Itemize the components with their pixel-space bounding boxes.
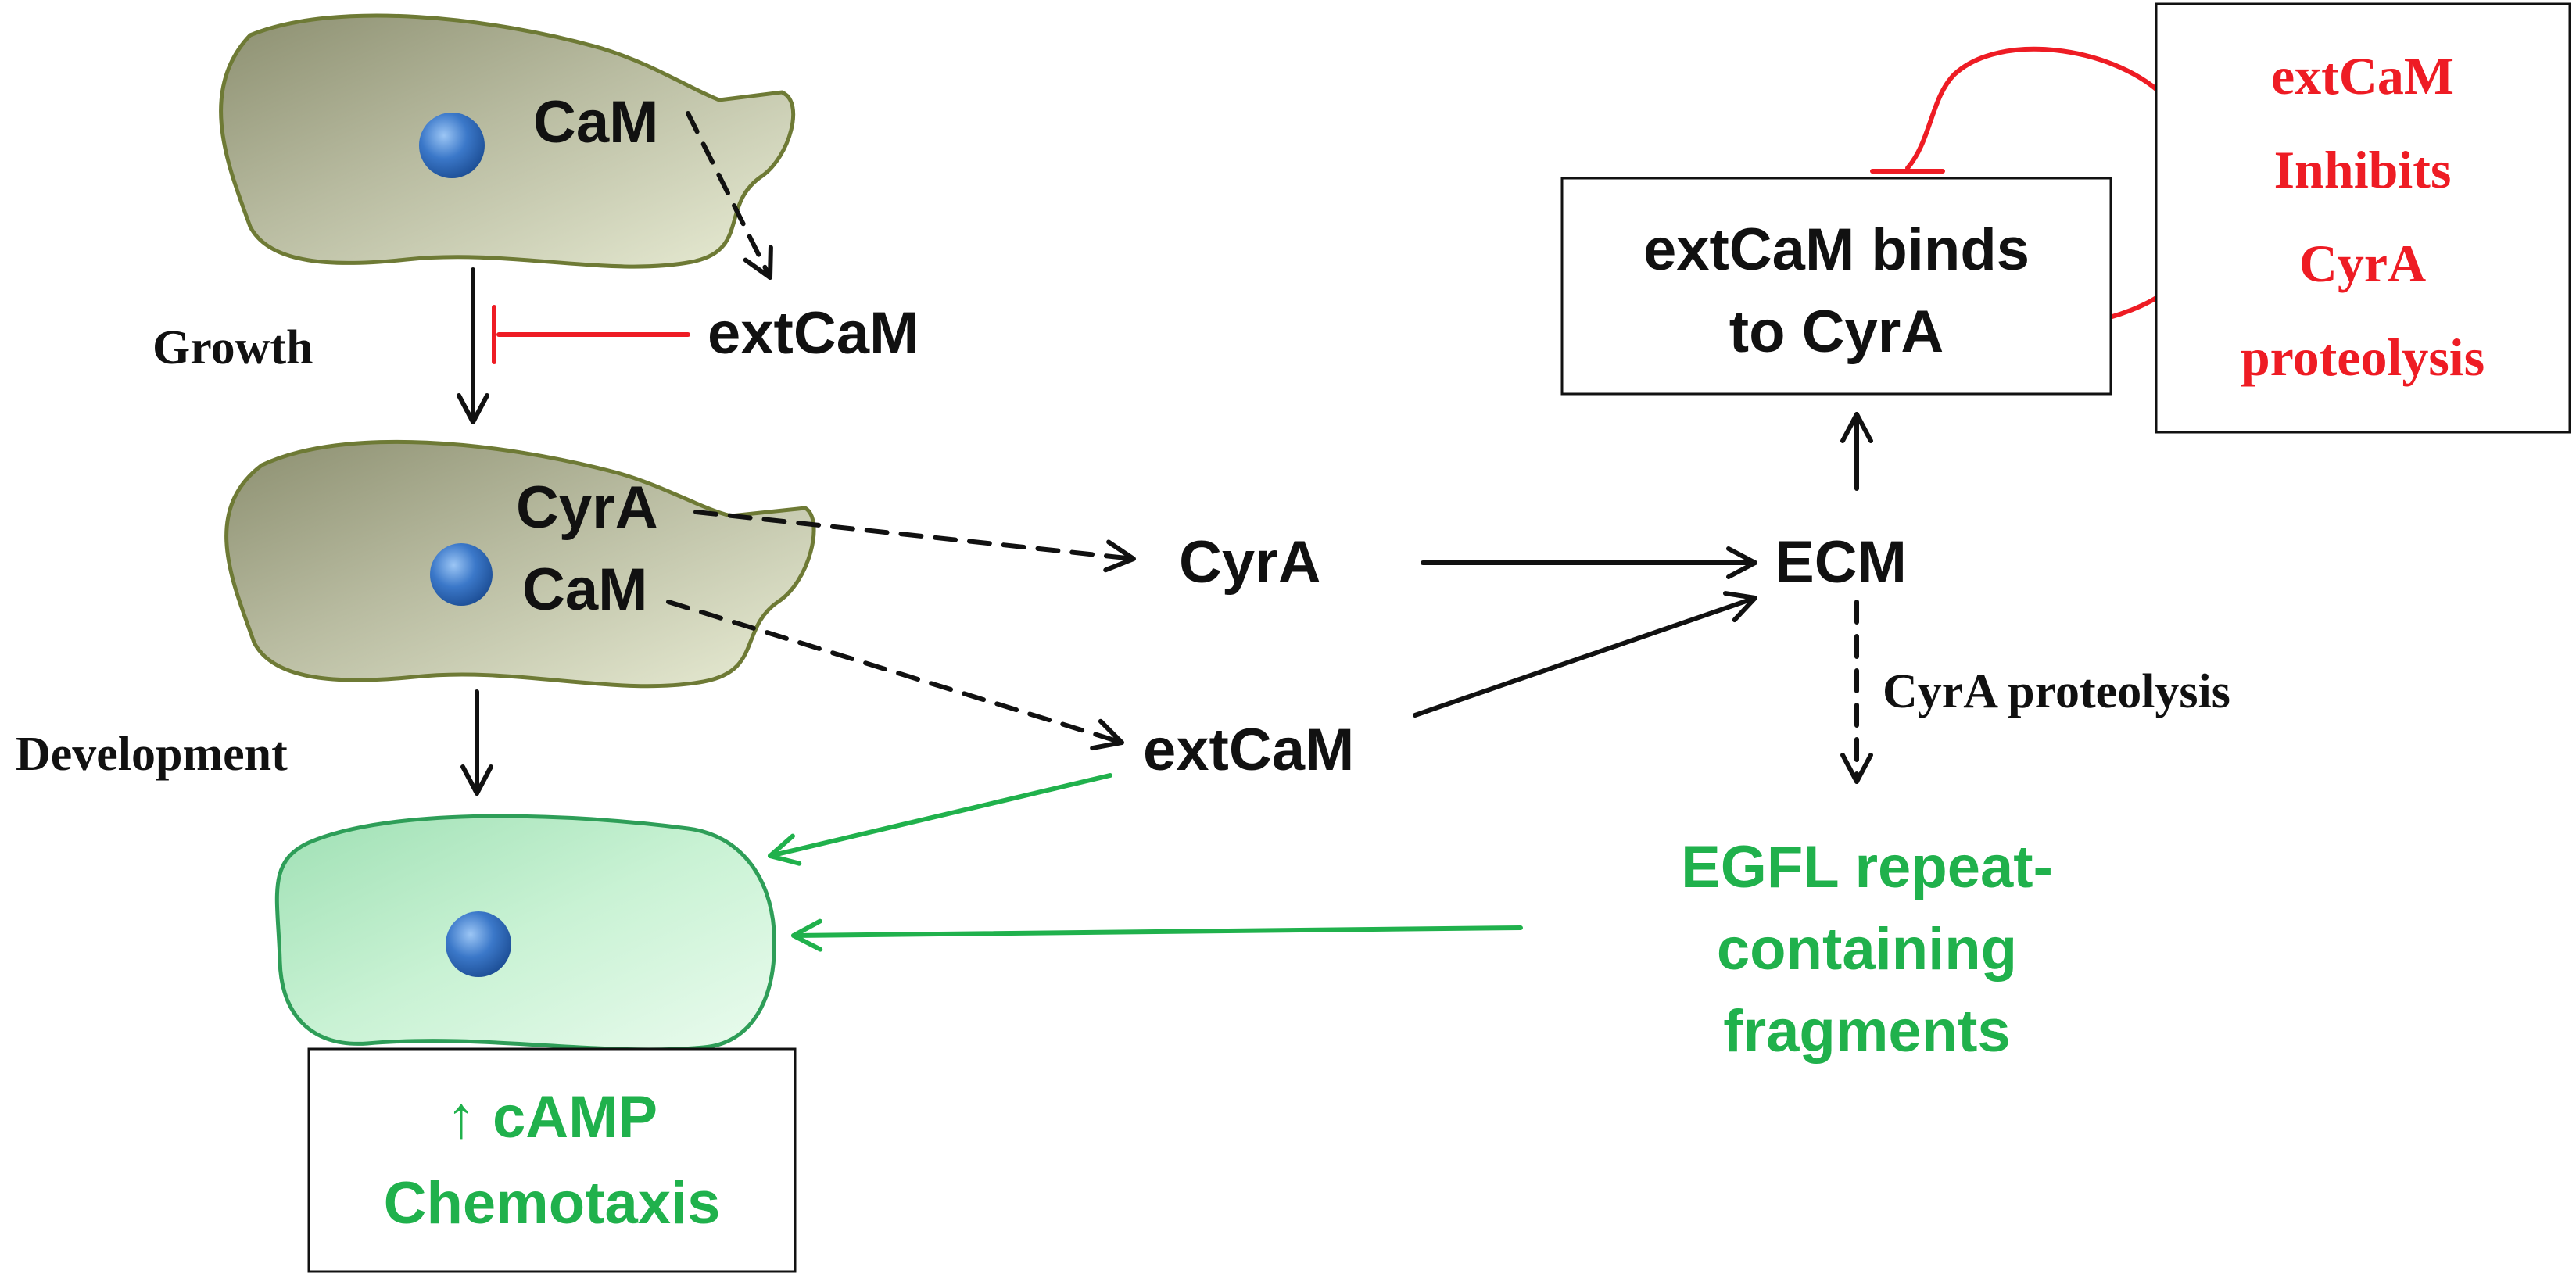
nucleus-icon	[430, 543, 493, 606]
inhibition-loop-line	[1905, 46, 2164, 170]
nucleus-icon	[419, 113, 485, 178]
binding-box-line1: extCaM binds	[1643, 217, 2030, 283]
developed-cell-bottom	[274, 814, 776, 1052]
egfl-line1: EGFL repeat-	[1681, 834, 2053, 900]
inhibition-box-line4: proteolysis	[2241, 328, 2485, 387]
egfl-line2: containing	[1717, 916, 2017, 983]
extcam-to-cell-arrow	[768, 773, 1112, 866]
cam-secretion-arrow-2	[666, 600, 1124, 751]
growth-label: Growth	[152, 321, 313, 374]
binding-box-line2: to CyrA	[1729, 299, 1944, 365]
cyra-label-cell: CyrA	[516, 474, 658, 541]
cam-label-top: CaM	[533, 89, 658, 156]
cam-secretion-arrow	[686, 111, 773, 280]
nucleus-icon	[446, 911, 511, 977]
vegetative-cell-top	[219, 13, 796, 269]
development-label: Development	[16, 728, 288, 781]
aggregating-cell-middle	[224, 439, 816, 689]
ecm-label: ECM	[1775, 529, 1907, 596]
result-box	[307, 1047, 797, 1273]
egfl-line3: fragments	[1723, 998, 2010, 1065]
extcam-label-mid: extCaM	[1143, 717, 1354, 783]
cyra-label-mid: CyrA	[1179, 529, 1321, 596]
inhibition-box-line3: CyrA	[2299, 234, 2426, 293]
inhibition-box-line2: Inhibits	[2274, 140, 2452, 199]
binding-box	[1560, 177, 2112, 396]
result-box-line2: Chemotaxis	[384, 1170, 721, 1237]
inhibition-box-line1: extCaM	[2271, 46, 2454, 106]
cyra-secretion-arrow	[693, 510, 1136, 573]
cam-label-cell: CaM	[522, 557, 647, 623]
extcam-to-ecm-arrow	[1413, 591, 1757, 718]
cyra-proteolysis-label: CyrA proteolysis	[1883, 665, 2230, 718]
egfl-to-cell-arrow	[790, 918, 1523, 952]
result-box-line1: ↑ cAMP	[446, 1084, 657, 1151]
extcam-label-top: extCaM	[708, 300, 919, 367]
inhibition-box	[2155, 2, 2571, 434]
